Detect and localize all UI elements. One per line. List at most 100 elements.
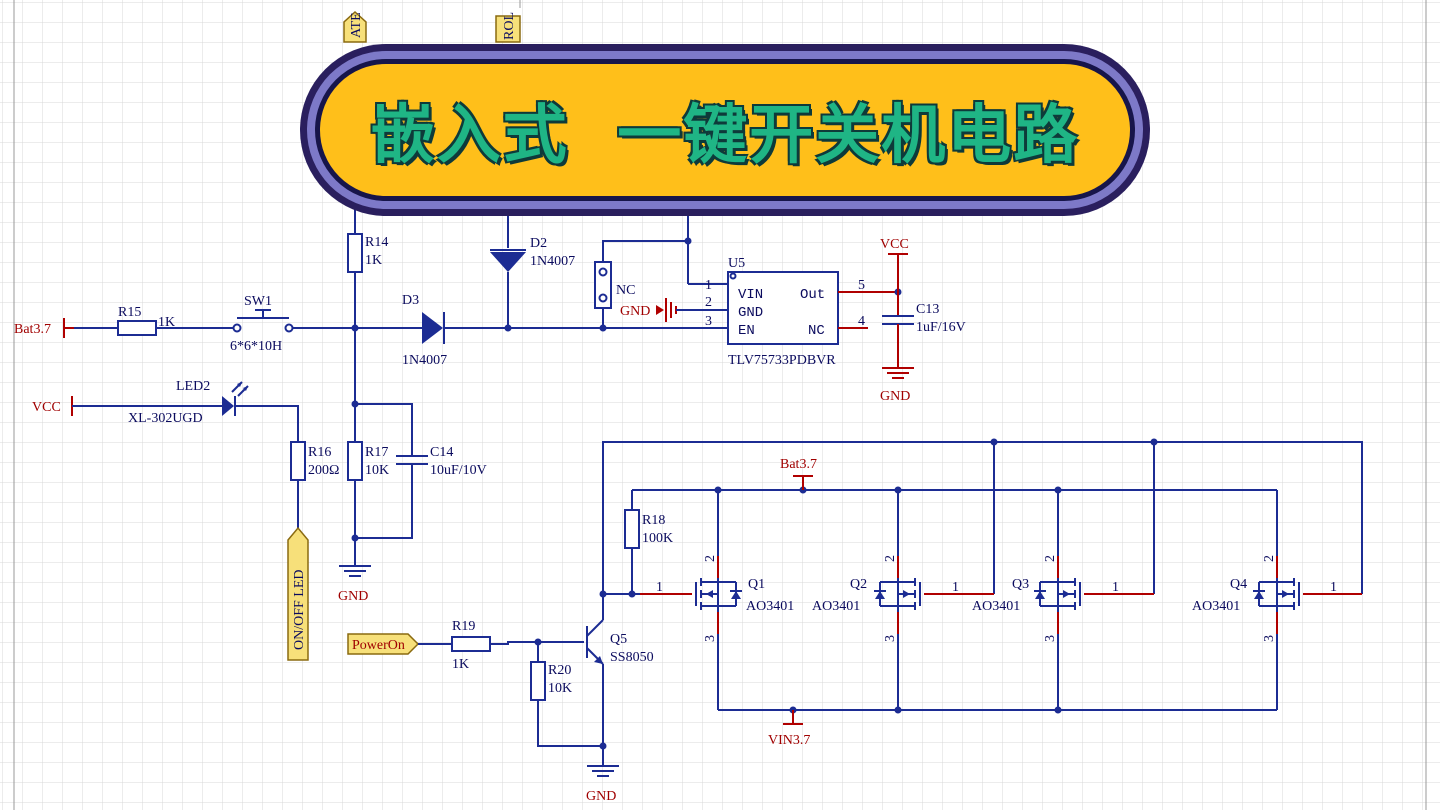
q3-ref: Q3: [1012, 577, 1029, 592]
gnd-u5-arrow: [656, 305, 664, 315]
r20-value: 10K: [548, 681, 572, 696]
net-vin-mos-label: VIN3.7: [768, 733, 810, 748]
r15-ref: R15: [118, 305, 141, 320]
net-vcc-top-label: VCC: [880, 237, 909, 252]
q5-ref: Q5: [610, 632, 627, 647]
wire-gate-bus: [602, 441, 1363, 620]
net-bat-left-label: Bat3.7: [14, 322, 51, 337]
r17-ref: R17: [365, 445, 388, 460]
q3-pin-gate: 1: [1112, 580, 1119, 595]
q3-pin-source: 2: [1043, 555, 1058, 562]
mosfet-q4: [1253, 490, 1355, 710]
sw1-value: 6*6*10H: [230, 339, 282, 354]
r14-value: 1K: [365, 253, 382, 268]
q1-pin-source: 2: [703, 555, 718, 562]
q4-pin-drain: 3: [1262, 635, 1277, 642]
c14-value: 10uF/10V: [430, 463, 487, 478]
q3-pin-drain: 3: [1043, 635, 1058, 642]
jumper-nc-pin2: [598, 293, 608, 303]
d3-ref: D3: [402, 293, 419, 308]
q3-value: AO3401: [972, 599, 1020, 614]
d2-value: 1N4007: [530, 254, 575, 269]
r16-ref: R16: [308, 445, 331, 460]
resistor-r14: [347, 233, 363, 273]
q5-value: SS8050: [610, 650, 654, 665]
q1-ref: Q1: [748, 577, 765, 592]
r18-value: 100K: [642, 531, 673, 546]
net-gnd-u5-label: GND: [620, 304, 650, 319]
r14-ref: R14: [365, 235, 388, 250]
q4-value: AO3401: [1192, 599, 1240, 614]
net-vcc-left-label: VCC: [32, 400, 61, 415]
net-gnd-r17-label: GND: [338, 589, 368, 604]
sw1-ref: SW1: [244, 294, 272, 309]
port-top-right-label: ROL: [502, 12, 517, 40]
u5-pin2-name: GND: [738, 305, 763, 321]
u5-pin1-name: VIN: [738, 287, 763, 303]
q1-value: AO3401: [746, 599, 794, 614]
mosfet-q1: 1 2 3: [640, 490, 742, 710]
title-banner: 嵌入式 一键开关机电路: [300, 44, 1150, 216]
port-top-left-label: ATE: [349, 12, 364, 38]
resistor-r15: [117, 320, 157, 336]
r18-ref: R18: [642, 513, 665, 528]
r19-value: 1K: [452, 657, 469, 672]
u5-pin3-num: 3: [705, 314, 712, 329]
switch-sw1: [232, 309, 294, 333]
u5-pin2-num: 2: [705, 295, 712, 310]
jumper-nc-pin1: [598, 267, 608, 277]
r17-value: 10K: [365, 463, 389, 478]
wire-nc-top: [602, 240, 688, 262]
u5-pin3-name: EN: [738, 323, 755, 339]
u5-part: TLV75733PDBVR: [728, 353, 836, 368]
port-onoff-led-label: ON/OFF LED: [292, 569, 307, 650]
wire-r20-bottom: [537, 700, 603, 747]
u5-ref: U5: [728, 256, 745, 271]
q2-value: AO3401: [812, 599, 860, 614]
q2-pin-gate: 1: [952, 580, 959, 595]
u5-pin4-name: NC: [808, 323, 825, 339]
q2-pin-source: 2: [883, 555, 898, 562]
junction: [351, 534, 359, 542]
r19-ref: R19: [452, 619, 475, 634]
q4-pin-source: 2: [1262, 555, 1277, 562]
resistor-r18: [624, 509, 640, 549]
d3-value: 1N4007: [402, 353, 447, 368]
diode-d2: [490, 249, 526, 272]
resistor-r20: [530, 661, 546, 701]
title-banner-core: 嵌入式 一键开关机电路: [315, 59, 1135, 201]
c13-value: 1uF/16V: [916, 320, 966, 335]
r16-value: 200Ω: [308, 463, 339, 478]
wire-c14-bottom: [355, 464, 413, 539]
port-top-left: ATE: [343, 10, 367, 43]
port-top-right: ROL: [495, 12, 521, 43]
r20-ref: R20: [548, 663, 571, 678]
u5-pin5-num: 5: [858, 278, 865, 293]
net-bat-left: Bat3.7: [14, 318, 74, 338]
c13-ref: C13: [916, 302, 939, 317]
q4-pin-gate: 1: [1330, 580, 1337, 595]
ic-u5: [727, 271, 839, 345]
junction: [599, 742, 607, 750]
q4-ref: Q4: [1230, 577, 1247, 592]
u5-pin4-num: 4: [858, 314, 865, 329]
wire-c14-top: [355, 403, 413, 456]
nc-label: NC: [616, 283, 635, 298]
u5-pin5-name: Out: [800, 287, 825, 303]
port-power-on: PowerOn: [347, 633, 420, 655]
net-bat-mos-label: Bat3.7: [780, 457, 817, 472]
banner-title: 嵌入式 一键开关机电路: [370, 99, 1080, 173]
title-banner-ring: 嵌入式 一键开关机电路: [307, 51, 1143, 209]
net-gnd-ldo-label: GND: [880, 389, 910, 404]
port-power-on-label: PowerOn: [352, 638, 405, 653]
led2-value: XL-302UGD: [128, 411, 203, 426]
q1-pin-drain: 3: [703, 635, 718, 642]
resistor-r17: [347, 441, 363, 481]
q2-ref: Q2: [850, 577, 867, 592]
port-onoff-led: ON/OFF LED: [287, 526, 309, 661]
led-led2: [222, 381, 249, 416]
q1-pin-gate: 1: [656, 580, 663, 595]
q2-pin-drain: 3: [883, 635, 898, 642]
u5-pin1-num: 1: [705, 278, 712, 293]
